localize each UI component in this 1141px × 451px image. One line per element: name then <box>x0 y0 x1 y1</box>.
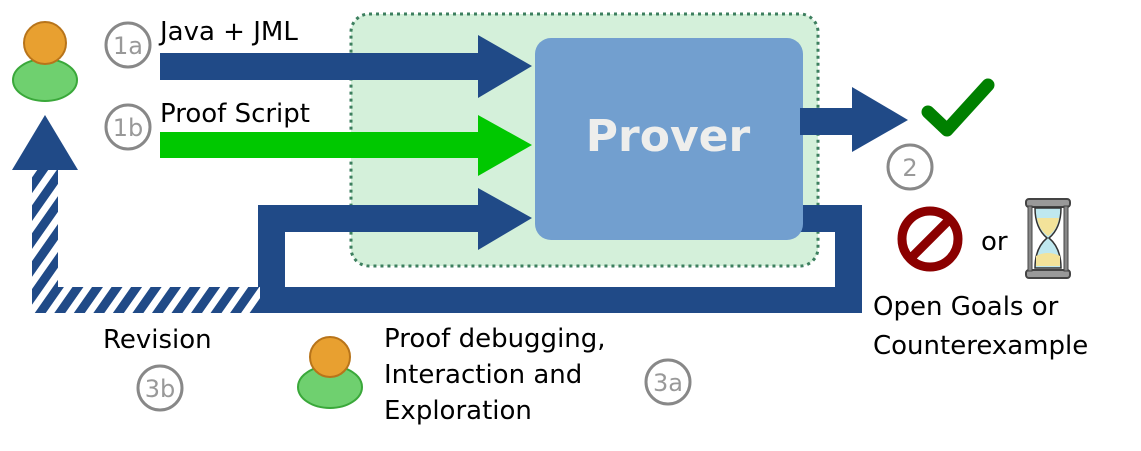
prohibited-icon <box>897 206 963 272</box>
revision-arrow <box>12 115 260 313</box>
step-3b-circle <box>136 364 184 412</box>
open-goals-line1: Open Goals or <box>873 292 1059 322</box>
or-label: or <box>981 227 1008 257</box>
result-arrow <box>800 87 908 152</box>
step-3a-circle <box>644 358 692 406</box>
step-1a-circle <box>104 21 152 69</box>
step-1b-circle <box>104 103 152 151</box>
debug-label-line2: Interaction and <box>384 360 582 390</box>
open-goals-line2: Counterexample <box>873 331 1088 361</box>
step-2: 2 <box>902 154 917 182</box>
step-3b: 3b <box>145 375 176 403</box>
step-1b: 1b <box>113 114 144 142</box>
feedback-loop-arrow <box>258 188 862 313</box>
java-jml-label: Java + JML <box>158 17 298 47</box>
java-jml-arrow <box>160 35 532 98</box>
proof-script-arrow <box>160 115 532 176</box>
debug-label-line3: Exploration <box>384 396 532 426</box>
prover-box <box>535 38 803 240</box>
checkmark-icon <box>921 78 995 137</box>
debug-label-line1: Proof debugging, <box>384 324 606 354</box>
user-icon <box>12 21 78 102</box>
hourglass-icon <box>1025 198 1071 279</box>
revision-label: Revision <box>103 325 212 355</box>
step-2-circle <box>886 143 934 191</box>
step-1a: 1a <box>113 32 143 60</box>
step-3a: 3a <box>653 369 683 397</box>
user-icon <box>297 336 363 409</box>
proof-script-label: Proof Script <box>160 99 310 129</box>
prover-label: Prover <box>586 111 751 162</box>
